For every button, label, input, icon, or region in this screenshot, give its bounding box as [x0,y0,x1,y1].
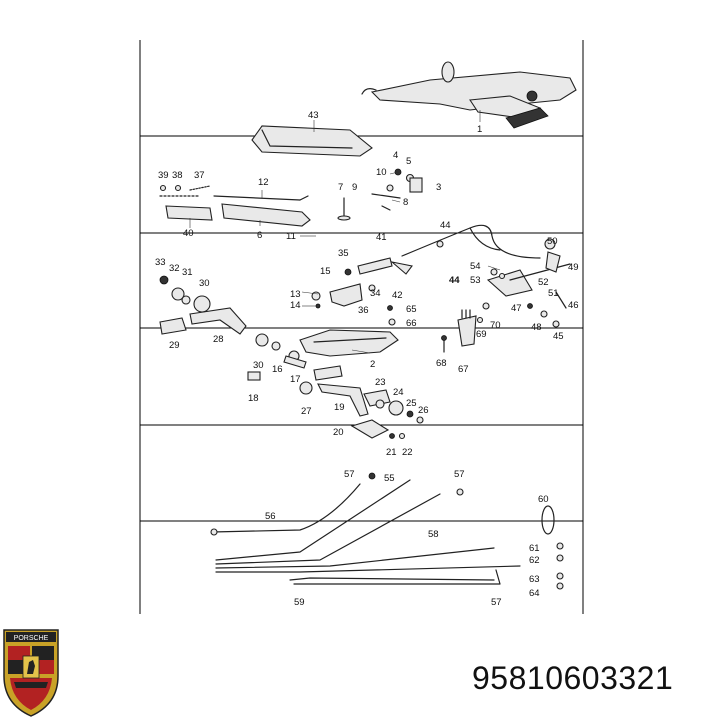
callout-58: 58 [428,529,439,540]
callout-69: 69 [476,329,487,340]
callout-66: 66 [406,318,417,329]
callout-23: 23 [375,377,386,388]
callout-39: 39 [158,170,169,181]
lever-cover [251,125,373,157]
linkage-levers [311,257,413,309]
callout-6: 6 [257,230,262,241]
callout-4: 4 [393,150,398,161]
callout-13: 13 [290,289,301,300]
callout-55: 55 [384,473,395,484]
callout-28: 28 [213,334,224,345]
callout-7: 7 [338,182,343,193]
callout-63: 63 [529,574,540,585]
callout-38: 38 [172,170,183,181]
leader-lines [189,110,501,354]
callout-10: 10 [376,167,387,178]
lower-lever-fittings [283,355,424,440]
callout-40: 40 [183,228,194,239]
callout-67: 67 [458,364,469,375]
callout-11: 11 [286,231,296,242]
crest-lettering: PORSCHE [14,635,49,642]
callout-52: 52 [538,277,549,288]
callout-34: 34 [370,288,381,299]
callout-53: 53 [470,275,481,286]
callout-25: 25 [406,398,417,409]
callout-12: 12 [258,177,269,188]
porsche-crest-icon: PORSCHE [3,629,59,717]
callout-27: 27 [301,406,312,417]
callout-50: 50 [547,236,558,247]
callout-37: 37 [194,170,205,181]
callout-31: 31 [182,267,193,278]
callout-35: 35 [338,248,349,259]
callout-47: 47 [511,303,522,314]
callout-68: 68 [436,358,447,369]
clip-and-washers [541,505,564,590]
bracket-fittings [387,302,490,353]
callout-1: 1 [477,124,482,135]
lower-cables [210,472,521,585]
callout-3: 3 [436,182,441,193]
callout-19: 19 [334,402,345,413]
callout-26: 26 [418,405,429,416]
callout-17: 17 [290,374,301,385]
handbrake-lever-assembly [361,61,577,129]
callout-46: 46 [568,300,579,311]
callout-33: 33 [155,257,166,268]
callout-22: 22 [402,447,413,458]
part-number: 95810603321 [472,660,674,696]
callout-29: 29 [169,340,180,351]
callout-70: 70 [490,320,501,331]
callout-20: 20 [333,427,344,438]
callout-65: 65 [406,304,417,315]
callout-57-second: 57 [454,469,465,480]
callout-45: 45 [553,331,564,342]
callout-15: 15 [320,266,331,277]
callout-16: 16 [272,364,283,375]
mechanism-plate [299,329,399,357]
callout-57-third: 57 [491,597,502,608]
callout-8: 8 [403,197,408,208]
callout-21: 21 [386,447,397,458]
right-linkage [486,238,571,328]
callout-14: 14 [290,300,301,311]
callout-49: 49 [568,262,579,273]
callout-64: 64 [529,588,540,599]
callout-57: 57 [344,469,355,480]
lever-and-washers [159,275,313,395]
callout-18: 18 [248,393,259,404]
callout-43: 43 [308,110,319,121]
callout-36: 36 [358,305,369,316]
callout-48: 48 [531,322,542,333]
callout-51: 51 [548,288,559,299]
callout-41: 41 [376,232,387,243]
small-fittings-upper [337,168,423,221]
callout-2: 2 [370,359,375,370]
callout-32: 32 [169,263,180,274]
callout-59: 59 [294,597,305,608]
callout-44: 44 [440,220,451,231]
callout-30: 30 [199,278,210,289]
brake-cable-44 [401,224,541,259]
callout-44-second: 44 [449,275,460,286]
lever-rods [159,184,311,227]
callout-30-second: 30 [253,360,264,371]
callout-62: 62 [529,555,540,566]
callout-56: 56 [265,511,276,522]
callout-54: 54 [470,261,481,272]
callout-61: 61 [529,543,540,554]
callout-9: 9 [352,182,357,193]
callout-labels: 1 2 3 4 5 6 7 8 9 10 11 12 13 14 15 16 1… [155,110,579,608]
callout-24: 24 [393,387,404,398]
callout-42: 42 [392,290,403,301]
callout-60: 60 [538,494,549,505]
callout-5: 5 [406,156,411,167]
